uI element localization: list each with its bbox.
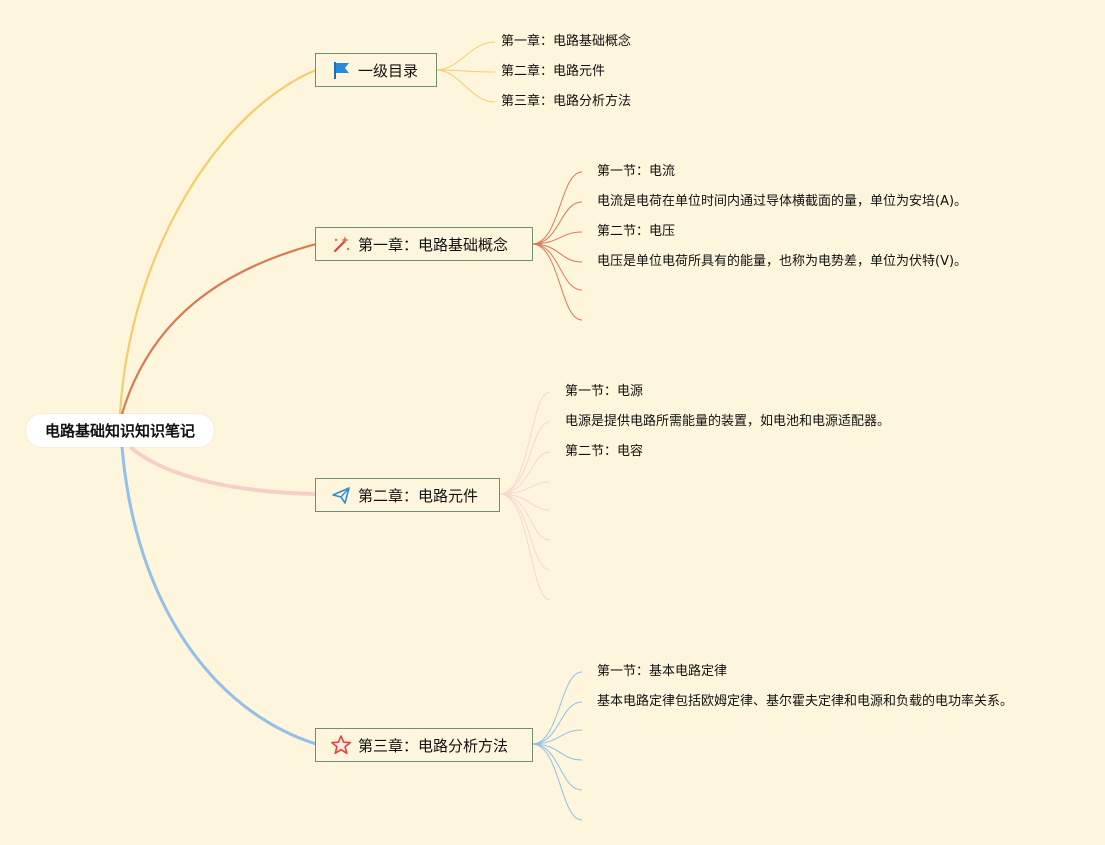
star-icon [330,734,352,756]
subtopic-item[interactable]: 第一节：电源 [565,384,644,399]
topic-label: 第一章：电路基础概念 [358,235,509,254]
topic-chapter-3[interactable]: 第三章：电路分析方法 [315,728,533,762]
topic-label: 一级目录 [358,61,419,80]
branch-connector-4 [120,446,317,746]
branch-connector-1 [118,68,317,415]
topic-label: 第二章：电路元件 [358,486,479,505]
subtopic-item[interactable]: 第一章：电路基础概念 [501,34,632,49]
flag-icon [330,59,352,81]
root-topic-label: 电路基础知识知识笔记 [44,422,195,440]
topic-table-of-contents[interactable]: 一级目录 [315,53,437,87]
subtopic-item[interactable]: 电压是单位电荷所具有的能量，也称为电势差，单位为伏特(V)。 [597,254,968,269]
subtopic-item[interactable]: 第一节：电流 [597,164,676,179]
subtopic-item[interactable]: 第二节：电容 [565,444,644,459]
subtopic-item[interactable]: 电源是提供电路所需能量的装置，如电池和电源适配器。 [565,414,891,429]
subtopic-item[interactable]: 基本电路定律包括欧姆定律、基尔霍夫定律和电源和负载的电功率关系。 [597,694,1014,709]
paper-plane-icon [330,484,352,506]
branch-connector-3 [128,445,317,496]
subtopic-item[interactable]: 电流是电荷在单位时间内通过导体横截面的量，单位为安培(A)。 [597,194,968,209]
magic-wand-icon [330,233,352,255]
root-topic[interactable]: 电路基础知识知识笔记 [26,414,214,447]
topic-chapter-2[interactable]: 第二章：电路元件 [315,478,500,512]
subtopic-item[interactable]: 第三章：电路分析方法 [501,94,632,109]
leaf-connectors-1 [435,41,496,103]
leaf-connectors-3 [499,391,551,601]
subtopic-item[interactable]: 第二节：电压 [597,224,676,239]
topic-chapter-1[interactable]: 第一章：电路基础概念 [315,227,533,261]
leaf-connectors-4 [531,671,583,821]
topic-label: 第三章：电路分析方法 [358,736,509,755]
branch-connector-2 [120,242,317,415]
subtopic-item[interactable]: 第二章：电路元件 [501,64,606,79]
subtopic-item[interactable]: 第一节：基本电路定律 [597,664,728,679]
leaf-connectors-2 [531,171,583,321]
